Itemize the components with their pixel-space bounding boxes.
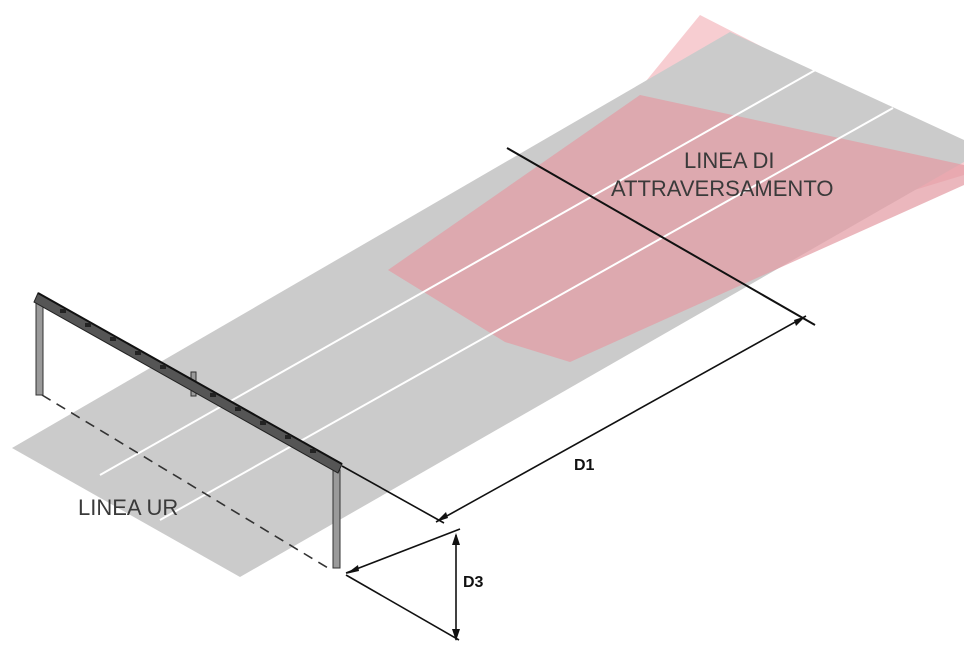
sensor <box>85 323 91 327</box>
d1-dimension-line <box>435 315 807 523</box>
sensor <box>60 309 66 313</box>
ur-line <box>41 394 329 569</box>
d3-label: D3 <box>463 574 484 591</box>
sensor <box>210 393 216 397</box>
d3-horizontal <box>345 528 461 574</box>
sensor <box>260 421 266 425</box>
crossing-line-label-2: ATTRAVERSAMENTO <box>611 176 833 201</box>
detection-zone <box>388 95 964 362</box>
lane-marking <box>159 107 894 521</box>
sensor <box>310 449 316 453</box>
gantry-beam-top <box>37 292 343 465</box>
sensor <box>110 337 116 341</box>
dimension-arrows <box>346 316 806 641</box>
dimension-lines <box>341 315 807 641</box>
sensor <box>285 435 291 439</box>
gantry-post-left <box>35 299 44 396</box>
arrow-head <box>794 316 806 326</box>
d1-label: D1 <box>574 457 595 474</box>
sensor <box>135 351 141 355</box>
arrow-head <box>452 533 460 545</box>
sensor <box>235 407 241 411</box>
crossing-line-label-1: LINEA DI <box>684 148 774 173</box>
gantry-sensors <box>60 309 316 453</box>
gantry <box>33 292 343 569</box>
d3-diagonal <box>345 574 460 641</box>
crossing-line <box>506 147 816 326</box>
arrow-head <box>452 629 460 641</box>
arrow-head <box>346 565 359 574</box>
ur-line-label: LINEA UR <box>78 495 178 520</box>
d1-extension-gantry <box>341 465 445 524</box>
arrow-head <box>436 512 448 522</box>
sensor <box>160 365 166 369</box>
gantry-post-right <box>332 469 341 569</box>
